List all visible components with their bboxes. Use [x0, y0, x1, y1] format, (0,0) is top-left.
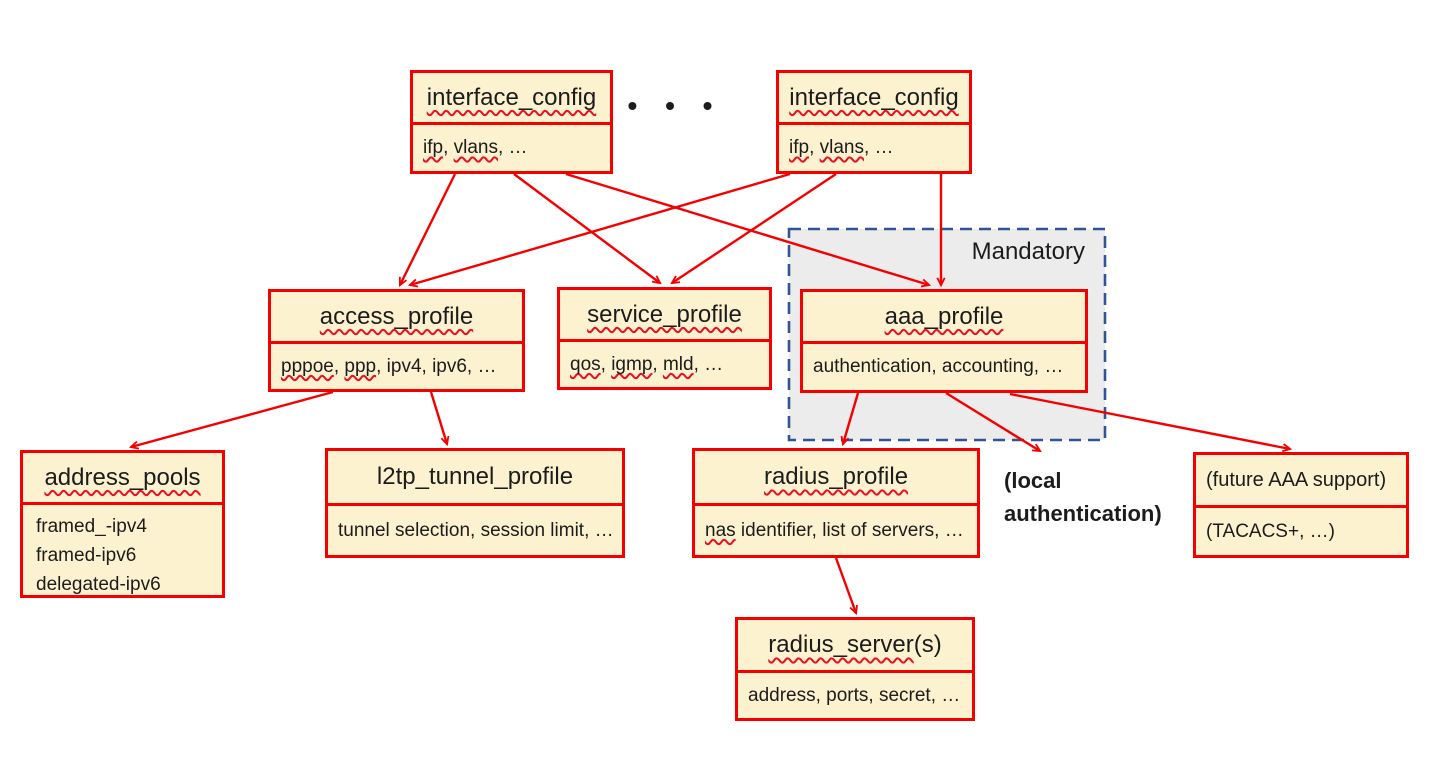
- text-segment: authentication, accounting, …: [813, 356, 1064, 377]
- text-line: radius_profile: [764, 463, 908, 491]
- box-future-aaa-support: (future AAA support) (TACACS+, …): [1193, 452, 1409, 558]
- text-line: (future AAA support): [1206, 469, 1386, 492]
- box-title-access-profile: access_profile: [271, 292, 522, 344]
- box-title-interface-config-2: interface_config: [779, 73, 969, 125]
- misspelled-word: ifp: [423, 137, 444, 158]
- misspelled-word: qos: [570, 353, 601, 375]
- box-l2tp-tunnel-profile: l2tp_tunnel_profile tunnel selection, se…: [325, 448, 625, 558]
- text-segment: identifier, list of servers, …: [735, 519, 964, 541]
- box-aaa-profile: aaa_profile authentication, accounting, …: [800, 289, 1088, 393]
- text-segment: delegated-ipv6: [36, 574, 161, 595]
- box-title-address-pools: address_pools: [23, 453, 222, 505]
- text-line: authentication, accounting, …: [813, 353, 1077, 381]
- box-body-radius-profile: nas identifier, list of servers, …: [695, 506, 977, 555]
- box-title-radius-profile: radius_profile: [695, 451, 977, 506]
- text-line: ifp, vlans, …: [789, 134, 961, 162]
- text-segment: address, ports, secret, …: [748, 684, 961, 706]
- box-body-l2tp-tunnel-profile: tunnel selection, session limit, …: [328, 506, 622, 555]
- text-segment: framed-ipv6: [36, 545, 137, 566]
- mandatory-label: Mandatory: [971, 238, 1085, 265]
- text-line: (TACACS+, …): [1206, 518, 1398, 546]
- box-body-radius-servers: address, ports, secret, …: [738, 673, 972, 718]
- box-title-service-profile: service_profile: [560, 290, 769, 342]
- text-segment: , ipv4, ipv6, …: [376, 355, 497, 377]
- text-line: (local: [1004, 464, 1204, 497]
- misspelled-word: radius_server: [768, 631, 914, 658]
- box-body-access-profile: pppoe, ppp, ipv4, ipv6, …: [271, 344, 522, 389]
- misspelled-word: access_profile: [319, 302, 474, 330]
- text-segment: l2tp_tunnel_profile: [376, 463, 574, 490]
- text-segment: (future AAA support): [1206, 468, 1387, 491]
- text-segment: , …: [498, 137, 528, 158]
- text-line: service_profile: [587, 301, 742, 329]
- text-segment: ,: [809, 137, 820, 158]
- misspelled-word: ppp: [344, 355, 377, 377]
- misspelled-word: address_pools: [44, 463, 201, 491]
- box-address-pools: address_pools framed_-ipv4 framed-ipv6 del…: [20, 450, 225, 598]
- misspelled-word: radius_profile: [763, 463, 909, 490]
- text-line: nas identifier, list of servers, …: [705, 517, 969, 545]
- text-segment: ,: [443, 137, 454, 158]
- text-segment: , …: [693, 353, 724, 375]
- text-line: interface_config: [427, 84, 596, 112]
- box-service-profile: service_profile qos, igmp, mld, …: [557, 287, 772, 390]
- box-title-aaa-profile: aaa_profile: [803, 292, 1085, 344]
- box-title-l2tp-tunnel-profile: l2tp_tunnel_profile: [328, 451, 622, 506]
- box-title-future-aaa-support: (future AAA support): [1196, 455, 1406, 508]
- box-title-radius-servers: radius_server(s): [738, 620, 972, 673]
- box-title-interface-config-1: interface_config: [413, 73, 610, 125]
- text-segment: (TACACS+, …): [1206, 520, 1335, 542]
- misspelled-word: aaa_profile: [884, 302, 1004, 330]
- text-line: interface_config: [789, 84, 958, 112]
- misspelled-word: pppoe: [281, 355, 334, 377]
- text-segment: ,: [600, 353, 612, 375]
- box-body-address-pools: framed_-ipv4 framed-ipv6 delegated-ipv6: [23, 505, 222, 603]
- misspelled-word: service_profile: [587, 300, 742, 328]
- text-line: address_pools: [44, 464, 200, 492]
- local-authentication-note: (local authentication): [1004, 464, 1204, 530]
- text-line: qos, igmp, mld, …: [570, 351, 761, 379]
- misspelled-word: igmp: [611, 353, 653, 375]
- text-segment: ,: [652, 353, 663, 375]
- text-segment: framed_-ipv4: [36, 516, 147, 537]
- text-line: ifp, vlans, …: [423, 134, 602, 162]
- misspelled-word: vlans: [819, 137, 864, 158]
- text-segment: , …: [864, 137, 894, 158]
- misspelled-word: ifp: [789, 137, 810, 158]
- misspelled-word: nas: [705, 519, 736, 541]
- text-line: tunnel selection, session limit, …: [338, 517, 614, 545]
- text-line: radius_server(s): [768, 631, 941, 659]
- text-segment: authentication): [1004, 501, 1162, 526]
- text-line: address, ports, secret, …: [748, 682, 964, 710]
- box-body-aaa-profile: authentication, accounting, …: [803, 344, 1085, 390]
- text-line: l2tp_tunnel_profile: [377, 463, 573, 491]
- ellipsis-more-interfaces: • • •: [627, 90, 723, 121]
- text-line: authentication): [1004, 497, 1204, 530]
- misspelled-word: mld: [662, 353, 694, 375]
- text-line: delegated-ipv6: [36, 570, 214, 599]
- box-body-interface-config-1: ifp, vlans, …: [413, 125, 610, 171]
- text-line: pppoe, ppp, ipv4, ipv6, …: [281, 353, 514, 381]
- box-interface-config-1: interface_config ifp, vlans, …: [410, 70, 613, 174]
- box-body-interface-config-2: ifp, vlans, …: [779, 125, 969, 171]
- misspelled-word: interface_config: [426, 83, 597, 111]
- text-line: access_profile: [320, 303, 473, 331]
- box-interface-config-2: interface_config ifp, vlans, …: [776, 70, 972, 174]
- text-line: framed-ipv6: [36, 541, 214, 570]
- box-radius-servers: radius_server(s) address, ports, secret,…: [735, 617, 975, 721]
- text-segment: tunnel selection, session limit, …: [338, 519, 614, 541]
- text-line: framed_-ipv4: [36, 512, 214, 541]
- text-segment: (s): [913, 631, 942, 658]
- misspelled-word: interface_config: [789, 83, 959, 111]
- box-body-service-profile: qos, igmp, mld, …: [560, 342, 769, 387]
- box-access-profile: access_profile pppoe, ppp, ipv4, ipv6, …: [268, 289, 525, 392]
- text-line: aaa_profile: [885, 303, 1004, 331]
- box-radius-profile: radius_profile nas identifier, list of s…: [692, 448, 980, 558]
- text-segment: (local: [1004, 468, 1062, 493]
- text-segment: ,: [333, 355, 345, 377]
- box-body-future-aaa-support: (TACACS+, …): [1196, 508, 1406, 555]
- misspelled-word: vlans: [453, 137, 498, 158]
